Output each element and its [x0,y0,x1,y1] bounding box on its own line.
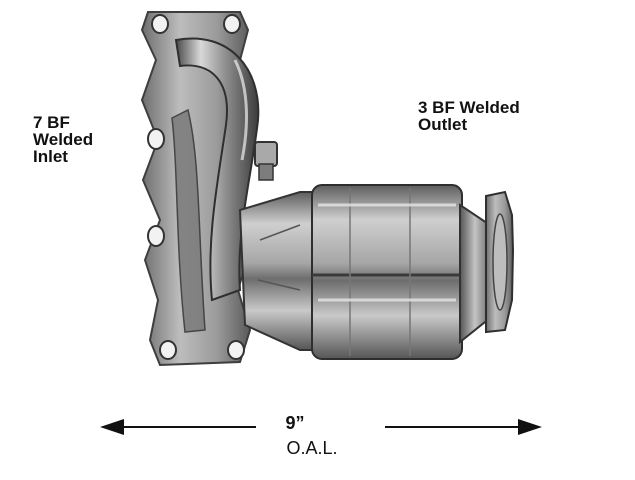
dimension-arrow-right [385,419,542,435]
o2-sensor-bung [254,141,278,181]
inlet-label: 7 BF Welded Inlet [33,113,94,166]
overall-length-value: 9” [285,413,305,433]
dimension-arrow-left [100,419,256,435]
inlet-pipe [171,37,260,333]
converter-body [311,184,463,360]
overall-length-label: O.A.L. [286,438,338,458]
outlet-flange [485,190,515,334]
inlet-cone [238,191,319,351]
outlet-label: 3 BF Welded Outlet [418,98,520,134]
